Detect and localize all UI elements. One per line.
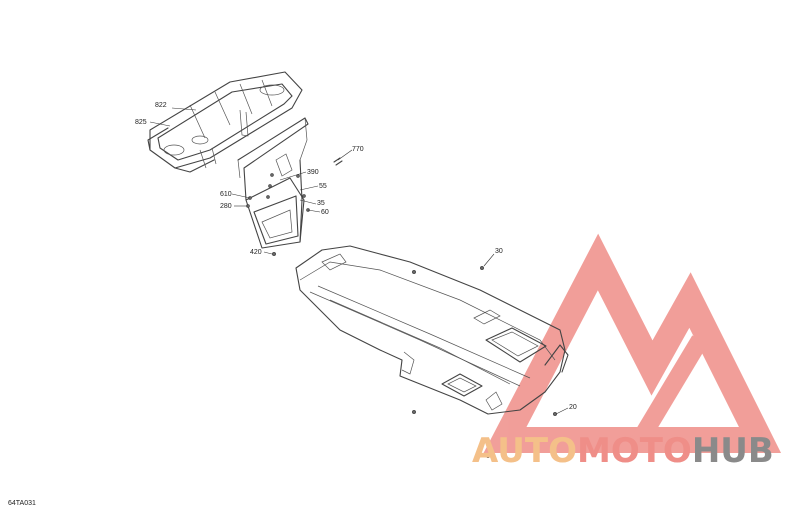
callout-390: 390: [307, 169, 319, 176]
watermark-wordmark: AUTOMOTOHUB: [472, 434, 774, 468]
triangle-logo-icon: [483, 233, 782, 453]
callout-30: 30: [495, 248, 503, 255]
leader-lines: [149, 107, 569, 415]
callout-610: 610: [220, 191, 232, 198]
watermark-moto: MOTO: [576, 431, 692, 471]
callout-60: 60: [321, 209, 329, 216]
skid-plate: [295, 245, 569, 459]
callout-770: 770: [352, 146, 364, 153]
callout-20: 20: [569, 404, 577, 411]
callout-822: 822: [155, 102, 167, 109]
callout-35: 35: [317, 200, 325, 207]
callout-825: 825: [135, 119, 147, 126]
callout-labels: 822 825 770 390 55 610 35 280 60 420 30 …: [135, 102, 577, 411]
watermark-hub: HUB: [691, 431, 774, 471]
rear-support-bracket: [237, 117, 310, 257]
callout-55: 55: [319, 183, 327, 190]
callout-420: 420: [250, 249, 262, 256]
rear-rack: [147, 71, 303, 173]
watermark-auto: AUTO: [472, 431, 577, 471]
reference-code: 64TA031: [8, 500, 36, 507]
callout-280: 280: [220, 203, 232, 210]
bolt-770: [333, 157, 343, 166]
